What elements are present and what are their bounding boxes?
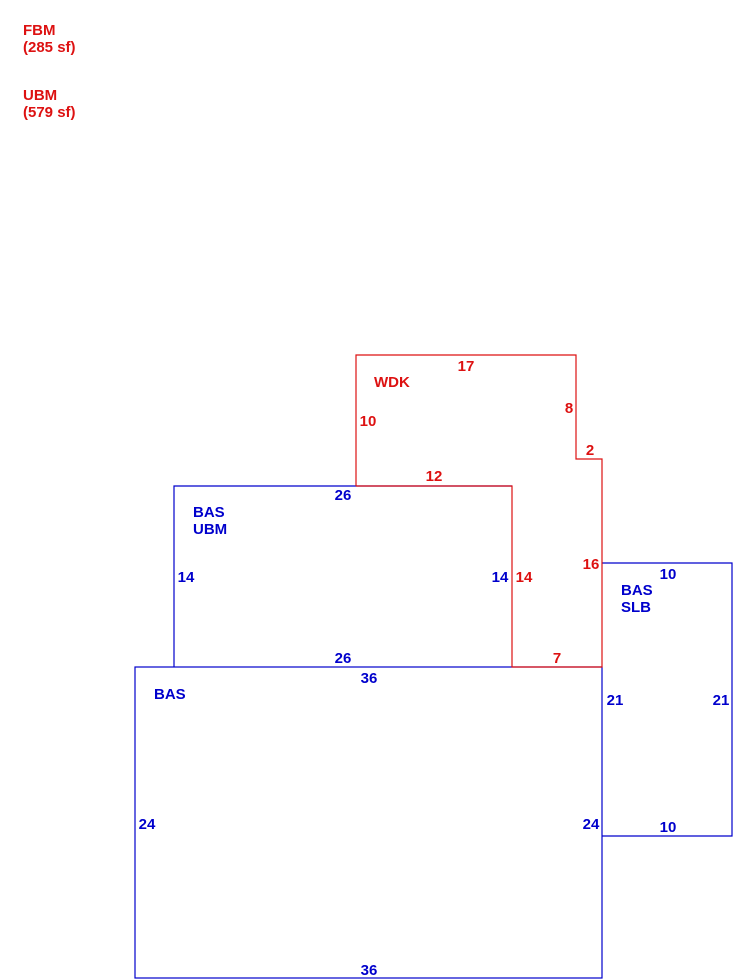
bas-slb-sublabel: SLB — [621, 599, 651, 616]
bas-main-label: BAS — [154, 686, 186, 703]
bas-slb-outline — [602, 562, 733, 837]
wdk-dim-inner-left: 14 — [516, 569, 533, 586]
legend-ubm: UBM (579 sf) — [23, 87, 76, 121]
wdk-label: WDK — [374, 374, 410, 391]
legend-ubm-code: UBM — [23, 87, 58, 104]
bas-slb-dim-top: 10 — [660, 566, 677, 583]
wdk-dim-step: 2 — [586, 442, 594, 459]
bas-slb-dim-bottom: 10 — [660, 819, 677, 836]
bas-slb-label: BAS — [621, 582, 653, 599]
wdk-dim-inner-top: 12 — [426, 468, 443, 485]
wdk-dim-right-lower: 16 — [583, 556, 600, 573]
legend-fbm-area: (285 sf) — [23, 39, 76, 56]
bas-main-dim-right: 24 — [583, 816, 600, 833]
bas-main-dim-left: 24 — [139, 816, 156, 833]
bas-main-dim-top: 36 — [361, 670, 378, 687]
bas-main-outline — [134, 666, 603, 979]
legend-fbm-code: FBM — [23, 22, 56, 39]
bas-ubm-label: BAS — [193, 504, 225, 521]
bas-ubm-sublabel: UBM — [193, 521, 227, 538]
wdk-dim-right-upper: 8 — [565, 400, 573, 417]
bas-ubm-outline — [173, 485, 512, 667]
wdk-dim-bottom: 7 — [553, 650, 561, 667]
wdk-outline — [355, 354, 603, 668]
legend-ubm-area: (579 sf) — [23, 104, 76, 121]
wdk-dim-left: 10 — [360, 413, 377, 430]
bas-ubm-dim-left: 14 — [178, 569, 195, 586]
bas-ubm-dim-right: 14 — [492, 569, 509, 586]
wdk-dim-top: 17 — [458, 358, 475, 375]
bas-slb-dim-left: 21 — [607, 692, 624, 709]
bas-main-dim-bottom: 36 — [361, 962, 378, 979]
bas-slb-dim-right: 21 — [713, 692, 730, 709]
bas-ubm-dim-top: 26 — [335, 487, 352, 504]
bas-ubm-dim-bottom: 26 — [335, 650, 352, 667]
legend-fbm: FBM (285 sf) — [23, 22, 76, 56]
